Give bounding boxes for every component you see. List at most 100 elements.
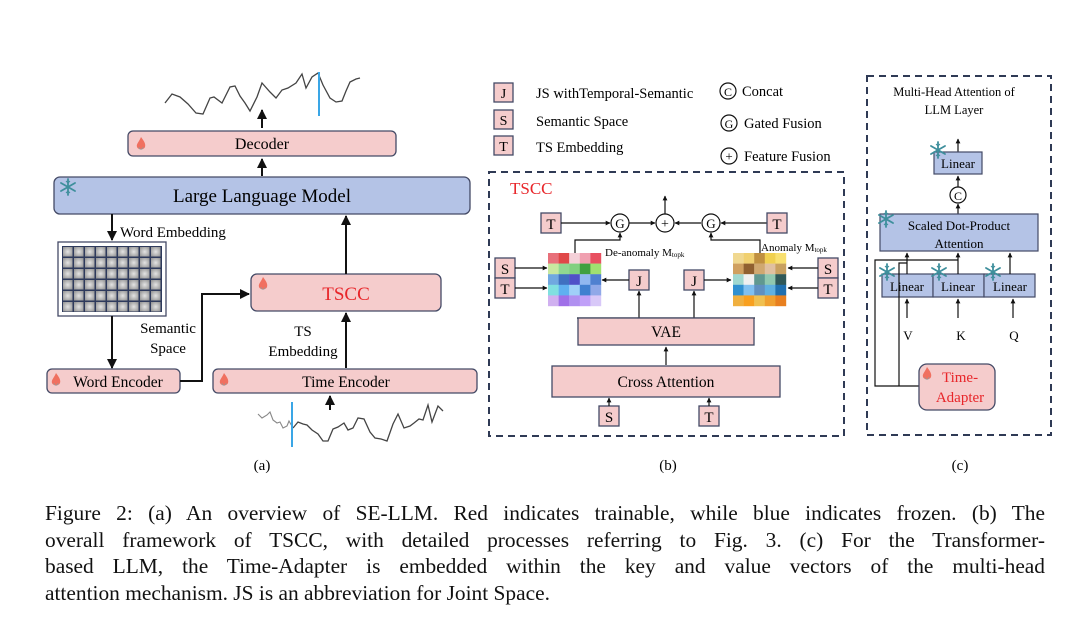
t-token-label: T (772, 217, 781, 233)
matrix-cell (96, 291, 106, 301)
output-time-series (164, 72, 361, 115)
heatmap-cell (743, 274, 755, 285)
embedding-matrix (57, 241, 167, 317)
matrix-cell (85, 302, 95, 312)
caption-line: attention mechanism. JS is an abbreviati… (45, 580, 550, 605)
matrix-cell (151, 247, 161, 257)
panel-b: J JS withTemporal-Semantic S Semantic Sp… (488, 82, 845, 474)
heatmap-cell (579, 284, 591, 296)
anomaly-label: Anomaly Mtopk (761, 242, 827, 254)
matrix-cell (74, 280, 84, 290)
ts-embedding-label-2: Embedding (268, 344, 338, 360)
matrix-cell (151, 302, 161, 312)
matrix-cell (140, 258, 150, 268)
anomaly-heatmap (733, 253, 787, 307)
heatmap-cell (775, 263, 787, 275)
mha-title-2: LLM Layer (925, 103, 984, 117)
word-encoder-label: Word Encoder (73, 374, 163, 391)
t-token-label: T (823, 282, 832, 298)
panel-b-label: (b) (659, 458, 677, 474)
g-label: G (706, 216, 715, 231)
tscc-label: TSCC (322, 284, 370, 305)
legend-t-symbol: T (499, 140, 508, 155)
t-token-label: T (704, 410, 713, 426)
concat-icon (719, 82, 737, 100)
adapter-connector (898, 262, 907, 386)
matrix-cell (85, 258, 95, 268)
semantic-space-label-2: Space (150, 341, 186, 357)
matrix-cell (96, 258, 106, 268)
input-time-series (257, 411, 294, 429)
caption-line: overall framework of TSCC, with detailed… (45, 527, 1045, 552)
matrix-cell (96, 247, 106, 257)
matrix-cell (63, 258, 73, 268)
heatmap-cell (569, 295, 580, 307)
t-token-label: T (500, 282, 509, 298)
semantic-space-label-1: Semantic (140, 321, 196, 337)
panel-c: Multi-Head Attention of LLM Layer Linear… (866, 75, 1052, 474)
heatmap-cell (775, 253, 787, 264)
heatmap-cell (764, 284, 776, 296)
matrix-cell (140, 302, 150, 312)
adapter-connector (874, 259, 958, 387)
mha-title-1: Multi-Head Attention of (893, 85, 1015, 99)
heatmap-cell (579, 253, 591, 264)
input-time-series (292, 402, 444, 442)
matrix-cell (96, 269, 106, 279)
llm-block: Large Language Model (53, 176, 471, 215)
matrix-cell (129, 291, 139, 301)
legend-s-text: Semantic Space (536, 114, 628, 130)
connector (708, 232, 761, 253)
heatmap-cell (548, 253, 559, 264)
heatmap-cell (558, 263, 570, 275)
legend-j-symbol: J (501, 87, 507, 102)
matrix-cell (151, 258, 161, 268)
heatmap-cell (733, 284, 744, 296)
word-embedding-label: Word Embedding (120, 225, 226, 241)
heatmap-cell (764, 263, 776, 275)
heatmap-cell (558, 295, 570, 307)
plus-label: + (661, 217, 669, 232)
heatmap-cell (764, 274, 776, 285)
matrix-cell (85, 269, 95, 279)
linear-label: Linear (941, 156, 976, 171)
t-token-label: T (546, 217, 555, 233)
mha-frame (866, 75, 1052, 436)
linear-output-block (933, 151, 983, 175)
k-label: K (956, 328, 966, 343)
concat-label: C (954, 189, 962, 203)
word-encoder-block: Word Encoder (46, 368, 181, 394)
heatmap-cell (743, 295, 755, 307)
heatmap-cell (743, 284, 755, 296)
heatmap-cell (754, 253, 765, 264)
semantic-space-connector (180, 289, 250, 382)
time-adapter-block (918, 363, 996, 411)
heatmap-cell (579, 295, 591, 307)
legend-plus-symbol: + (725, 149, 732, 164)
heatmap-cell (733, 274, 744, 285)
heatmap-cell (579, 274, 591, 285)
heatmap-cell (764, 253, 776, 264)
linear-v-label: Linear (890, 279, 925, 294)
heatmap-cell (590, 263, 602, 275)
legend-concat-text: Concat (742, 84, 783, 100)
matrix-cell (107, 302, 117, 312)
matrix-cell (74, 291, 84, 301)
j-token-label: J (636, 274, 642, 290)
matrix-cell (63, 247, 73, 257)
matrix-cell (107, 247, 117, 257)
matrix-cell (129, 269, 139, 279)
legend-gated-symbol: G (725, 117, 734, 131)
legend-concat-symbol: C (724, 85, 732, 99)
heatmap-cell (743, 263, 755, 275)
heatmap-cell (569, 284, 580, 296)
heatmap-cell (590, 274, 602, 285)
heatmap-cell (754, 263, 765, 275)
heatmap-cell (590, 253, 602, 264)
vae-block (577, 317, 755, 346)
heatmap-cell (558, 274, 570, 285)
s-token-label: S (501, 262, 509, 278)
matrix-cell (74, 258, 84, 268)
heatmap-cell (743, 253, 755, 264)
matrix-cell (129, 280, 139, 290)
